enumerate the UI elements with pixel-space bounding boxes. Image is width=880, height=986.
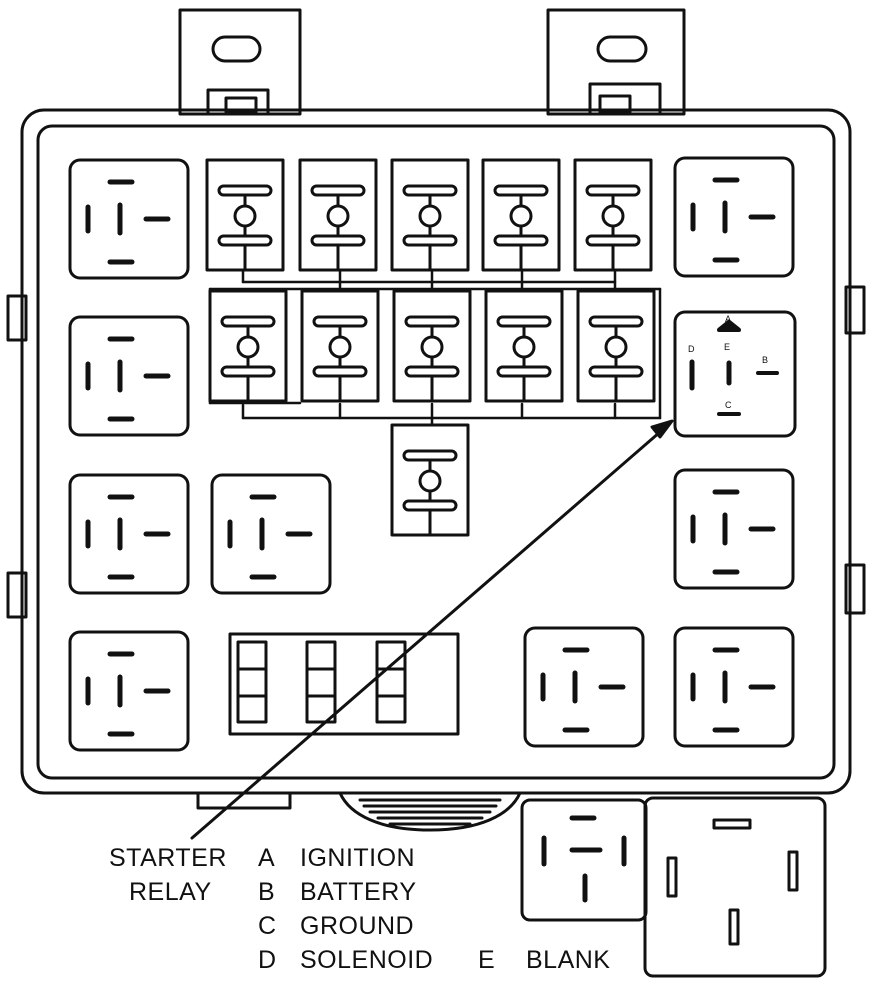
- pin-letter-d: D: [688, 344, 695, 354]
- starter-relay-leader-arrow: [190, 419, 674, 840]
- fuse-holder: [300, 289, 380, 403]
- fuse-holder: [576, 289, 656, 403]
- relay-socket: [68, 315, 190, 437]
- fuse-holder: [298, 158, 378, 272]
- pin-letter-b: B: [762, 355, 768, 365]
- relay-socket: [68, 630, 190, 752]
- external-relay-small: [520, 798, 648, 922]
- relay-socket: [673, 156, 795, 278]
- mounting-tab-left: [178, 8, 302, 116]
- legend-key-letter: E: [478, 946, 496, 974]
- fuse-holder: [208, 289, 288, 403]
- fuse-holder: [484, 289, 564, 403]
- legend-key-name: SOLENOID: [300, 946, 434, 974]
- pin-letter-e: E: [724, 342, 730, 352]
- fuse-box-housing-outer: [20, 108, 852, 795]
- fuse-box-housing-inner: [36, 124, 836, 780]
- legend-starter-label-line1: STARTER: [109, 844, 227, 872]
- starter-relay: A E D B C: [673, 310, 797, 438]
- external-relay-large: [643, 796, 827, 978]
- relay-socket: [68, 473, 190, 595]
- pin-letter-c: C: [725, 400, 732, 410]
- legend-key-name: BLANK: [526, 946, 611, 974]
- pin-letter-a: A: [725, 314, 731, 324]
- legend-starter-label-line2: RELAY: [129, 878, 212, 906]
- fuse-holder: [390, 158, 470, 272]
- legend-key-name: BATTERY: [300, 878, 417, 906]
- mounting-tab-right: [546, 8, 686, 116]
- legend-key-letter: A: [258, 844, 276, 872]
- relay-socket: [673, 468, 795, 590]
- mini-fuse-strip: [228, 632, 460, 736]
- legend-key-letter: B: [258, 878, 276, 906]
- fuse-holder: [392, 289, 472, 403]
- fuse-holders: [205, 158, 656, 537]
- legend-key-name: IGNITION: [300, 844, 416, 872]
- relay-socket: [523, 626, 645, 748]
- fuse-holder: [573, 158, 653, 272]
- fuse-holder: [481, 158, 561, 272]
- legend-key-name: GROUND: [300, 912, 415, 940]
- relay-sockets: [68, 156, 795, 752]
- relay-socket: [210, 473, 332, 595]
- legend-key-letter: D: [258, 946, 277, 974]
- relay-socket: [673, 626, 795, 748]
- fuse-holder: [205, 158, 285, 272]
- bottom-latch: [196, 791, 522, 832]
- fuse-holder: [390, 423, 470, 537]
- legend-key-letter: C: [258, 912, 277, 940]
- side-clips: [6, 285, 866, 619]
- relay-socket: [68, 158, 190, 280]
